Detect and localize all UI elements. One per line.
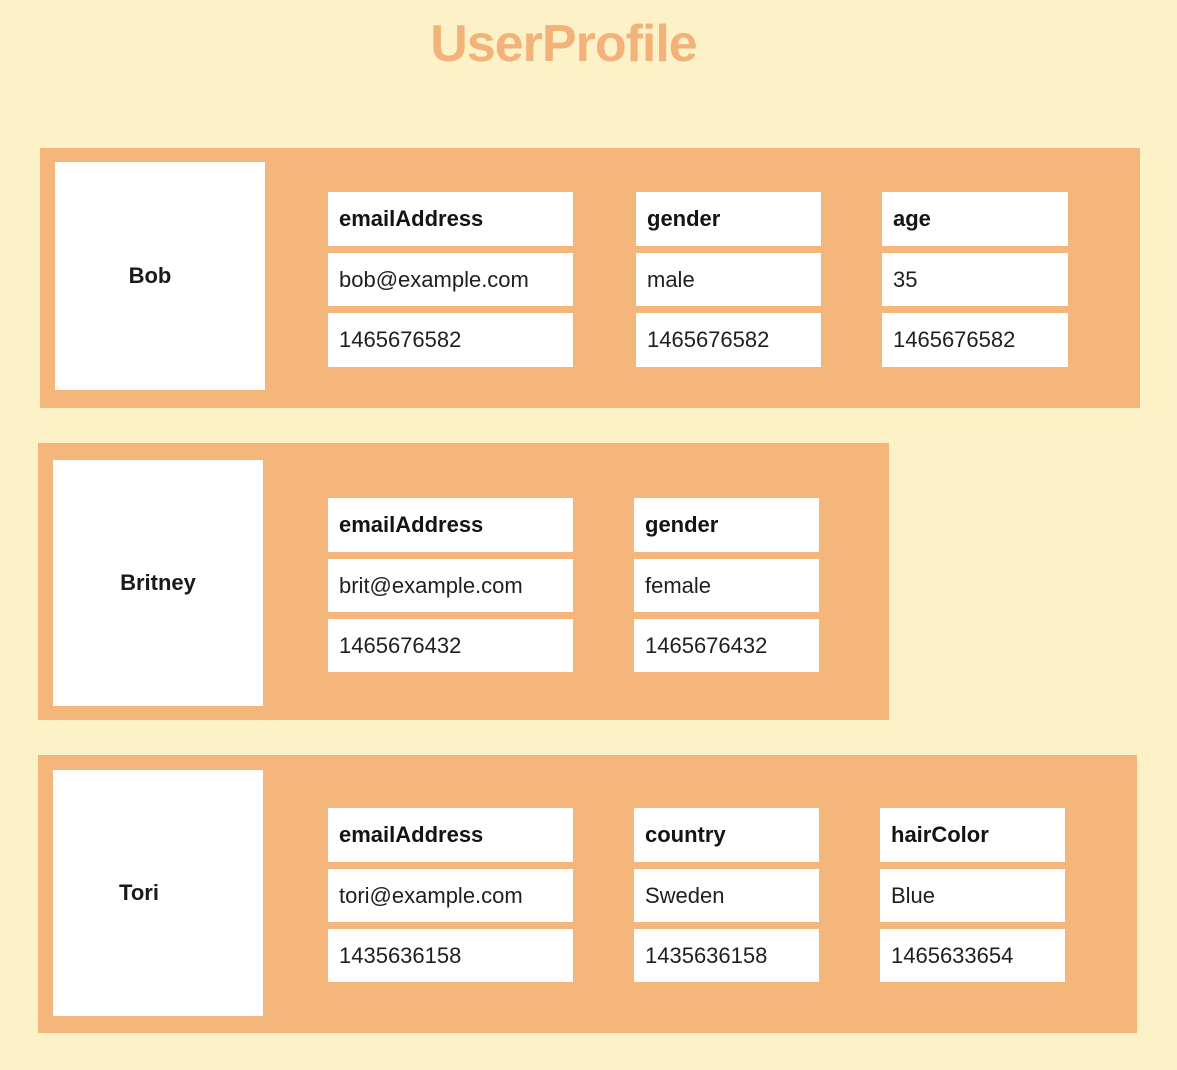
attribute-value: tori@example.com bbox=[328, 869, 573, 922]
profile-row-bob: Bob emailAddress bob@example.com 1465676… bbox=[40, 148, 1140, 408]
profile-name: Britney bbox=[120, 570, 196, 595]
attribute-value: male bbox=[636, 253, 821, 306]
attribute-value: Sweden bbox=[634, 869, 819, 922]
attribute-timestamp: 1465676432 bbox=[328, 619, 573, 672]
attribute-column-gender: gender female 1465676432 bbox=[634, 498, 819, 672]
attribute-timestamp: 1465676432 bbox=[634, 619, 819, 672]
attribute-column-gender: gender male 1465676582 bbox=[636, 192, 821, 367]
attribute-key: country bbox=[634, 808, 819, 862]
profile-name-box: Tori bbox=[53, 770, 263, 1016]
attribute-column-hairColor: hairColor Blue 1465633654 bbox=[880, 808, 1065, 982]
attribute-value: Blue bbox=[880, 869, 1065, 922]
attribute-column-emailAddress: emailAddress tori@example.com 1435636158 bbox=[328, 808, 573, 982]
attribute-timestamp: 1465633654 bbox=[880, 929, 1065, 982]
attribute-value: bob@example.com bbox=[328, 253, 573, 306]
attribute-timestamp: 1465676582 bbox=[636, 313, 821, 367]
attribute-timestamp: 1435636158 bbox=[328, 929, 573, 982]
attribute-timestamp: 1465676582 bbox=[882, 313, 1068, 367]
attribute-value: 35 bbox=[882, 253, 1068, 306]
profile-row-britney: Britney emailAddress brit@example.com 14… bbox=[38, 443, 889, 720]
attribute-value: female bbox=[634, 559, 819, 612]
attribute-key: hairColor bbox=[880, 808, 1065, 862]
attribute-key: emailAddress bbox=[328, 192, 573, 246]
profile-row-tori: Tori emailAddress tori@example.com 14356… bbox=[38, 755, 1137, 1033]
profile-name: Bob bbox=[128, 263, 172, 288]
attribute-timestamp: 1465676582 bbox=[328, 313, 573, 367]
attribute-column-age: age 35 1465676582 bbox=[882, 192, 1068, 367]
attribute-timestamp: 1435636158 bbox=[634, 929, 819, 982]
profile-name-box: Britney bbox=[53, 460, 263, 706]
attribute-value: brit@example.com bbox=[328, 559, 573, 612]
profile-name-box: Bob bbox=[55, 162, 265, 390]
attribute-key: emailAddress bbox=[328, 808, 573, 862]
diagram-title: UserProfile bbox=[430, 15, 697, 73]
profile-name: Tori bbox=[119, 880, 159, 905]
attribute-column-emailAddress: emailAddress bob@example.com 1465676582 bbox=[328, 192, 573, 367]
attribute-key: emailAddress bbox=[328, 498, 573, 552]
attribute-key: gender bbox=[636, 192, 821, 246]
attribute-column-emailAddress: emailAddress brit@example.com 1465676432 bbox=[328, 498, 573, 672]
attribute-key: age bbox=[882, 192, 1068, 246]
attribute-key: gender bbox=[634, 498, 819, 552]
attribute-column-country: country Sweden 1435636158 bbox=[634, 808, 819, 982]
